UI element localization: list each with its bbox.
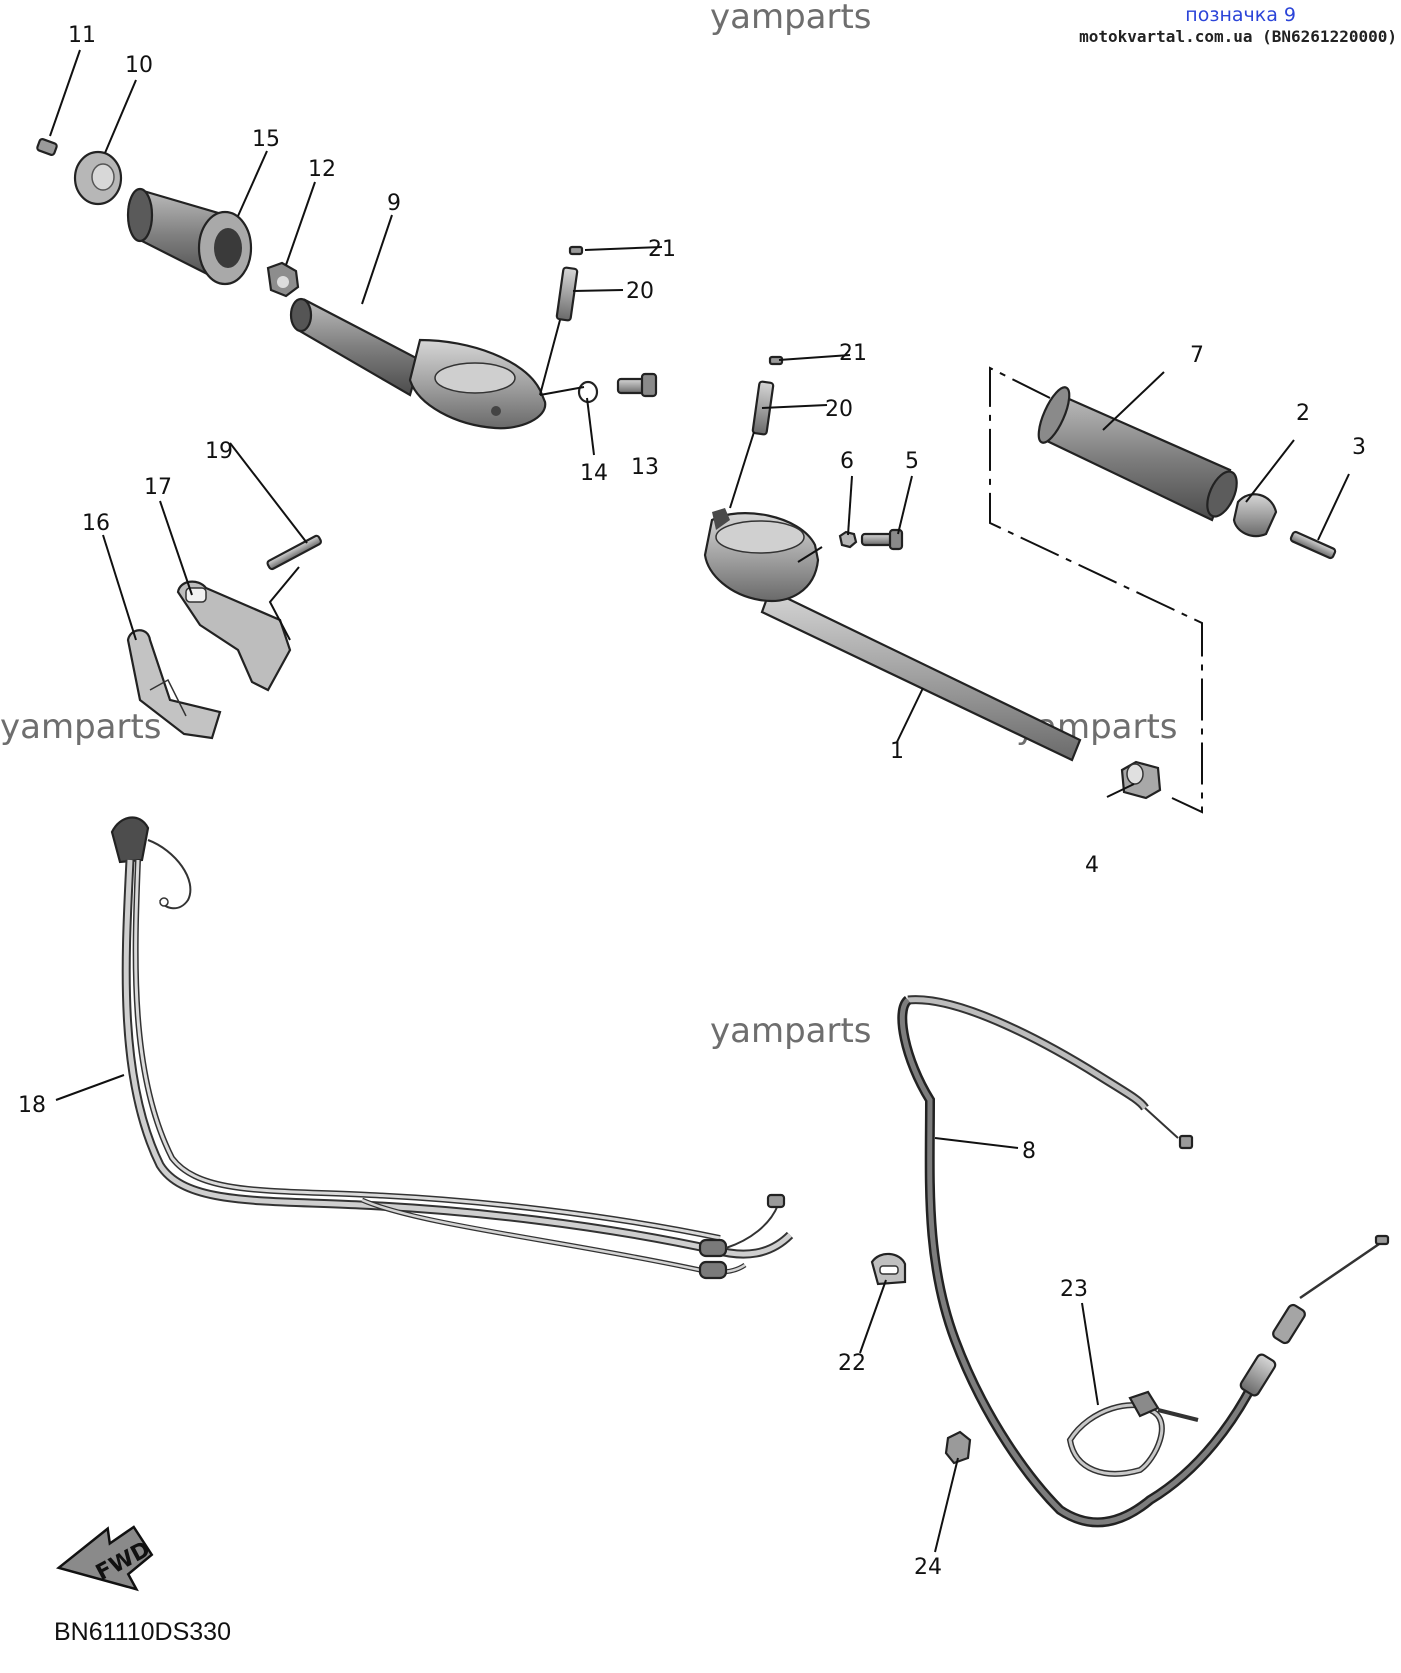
callout-20-upper: 20: [626, 279, 654, 304]
callout-11: 11: [68, 23, 96, 48]
assembly-dashline-upper: [989, 366, 1203, 814]
cable-band-23: [1066, 1390, 1199, 1477]
callout-23: 23: [1060, 1277, 1088, 1302]
callout-7: 7: [1190, 343, 1204, 368]
nut-12: [266, 261, 300, 298]
callout-4: 4: [1085, 853, 1099, 878]
screw-3: [1289, 530, 1337, 560]
right-handlebar-1: [703, 508, 1082, 762]
bolt-20-upper: [555, 266, 579, 322]
left-handlebar-9: [289, 297, 547, 430]
collar-4: [1120, 760, 1162, 800]
callout-9: 9: [387, 191, 401, 216]
leader-lines: [49, 49, 1350, 1553]
callout-13: 13: [631, 455, 659, 480]
bolt-19: [266, 534, 322, 571]
callout-18: 18: [18, 1093, 46, 1118]
callout-21-upper: 21: [648, 237, 676, 262]
header-label: позначка 9: [1185, 4, 1296, 26]
bracket-16: [126, 629, 222, 740]
callout-6: 6: [840, 449, 854, 474]
diagram-code: BN61110DS330: [54, 1618, 231, 1646]
callout-21-right: 21: [839, 341, 867, 366]
bolt-21-upper: [568, 245, 584, 256]
bolt-11: [36, 138, 58, 156]
grip-7: [1037, 386, 1238, 522]
end-weight-10: [73, 150, 123, 206]
callout-19: 19: [205, 439, 233, 464]
watermark-bottom: yamparts: [710, 1011, 872, 1051]
fwd-arrow: FWD: [55, 1525, 155, 1592]
bolt-13: [616, 372, 658, 398]
callout-22: 22: [838, 1351, 866, 1376]
clamp-17: [176, 580, 292, 692]
throttle-grip-15: [126, 187, 253, 286]
header-source: motokvartal.com.ua (BN6261220000): [1079, 27, 1397, 46]
end-cap-2: [1232, 493, 1278, 538]
throttle-cable-8: [897, 995, 1390, 1528]
callout-14: 14: [580, 461, 608, 486]
callout-2: 2: [1296, 401, 1310, 426]
callout-3: 3: [1352, 435, 1366, 460]
holder-24: [944, 1430, 972, 1465]
watermark-top: yamparts: [710, 0, 872, 37]
callout-16: 16: [82, 511, 110, 536]
callout-20-right: 20: [825, 397, 853, 422]
callout-1: 1: [890, 739, 904, 764]
callout-12: 12: [308, 157, 336, 182]
callout-10: 10: [125, 53, 153, 78]
callout-17: 17: [144, 475, 172, 500]
switch-harness-18: [110, 816, 794, 1280]
clip-22: [870, 1252, 907, 1286]
bolt-5: [860, 528, 904, 551]
callouts: 11 10 15 12 9 21 20 14 13 19 17 16 21 20…: [18, 23, 1366, 1580]
washer-6: [838, 530, 858, 549]
watermark-left: yamparts: [0, 707, 162, 747]
callout-15: 15: [252, 127, 280, 152]
callout-8: 8: [1022, 1139, 1036, 1164]
callout-24: 24: [914, 1555, 942, 1580]
callout-5: 5: [905, 449, 919, 474]
